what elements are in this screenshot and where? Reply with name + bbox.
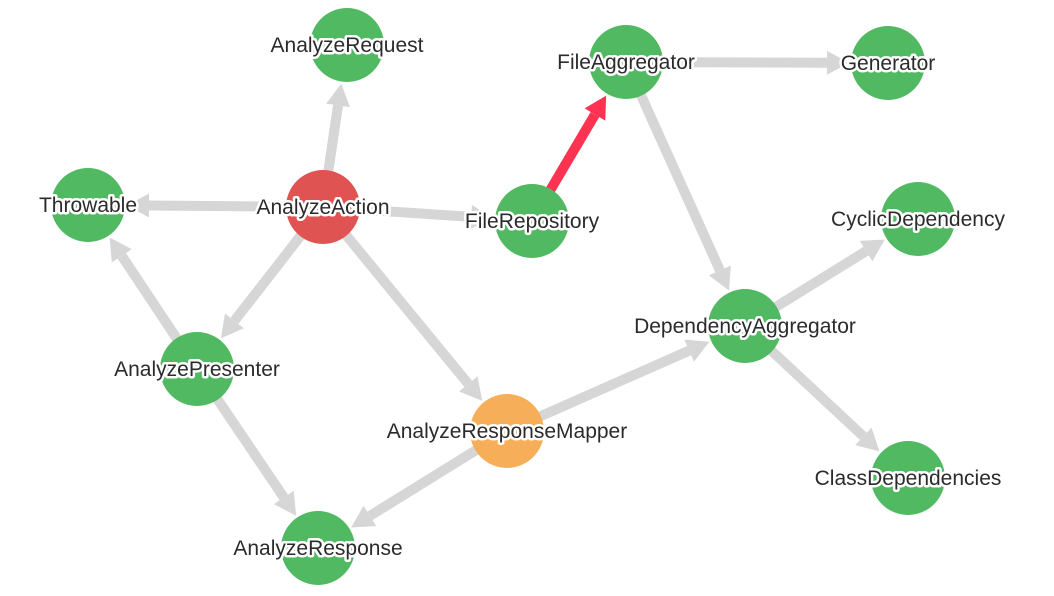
arrowhead-icon	[220, 313, 244, 339]
edge-line	[630, 80, 725, 273]
edge-analyze-action-to-analyze-presenter	[220, 221, 314, 339]
arrowhead-icon	[708, 265, 731, 291]
edge-line	[648, 57, 828, 68]
node-generator[interactable]	[851, 26, 925, 100]
edge-line	[538, 111, 600, 205]
edge-line	[333, 220, 473, 388]
edge-dependency-aggregator-to-cyclic-dependency	[761, 239, 885, 319]
arrowhead-icon	[459, 376, 483, 401]
arrowhead-icon	[584, 95, 607, 121]
edge-line	[117, 253, 189, 354]
node-label-throwable: Throwable	[39, 194, 137, 217]
edges-layer	[109, 50, 885, 528]
edge-analyze-action-to-analyze-response-mapper	[333, 220, 483, 401]
node-analyze-action[interactable]	[286, 170, 360, 244]
node-label-analyze-response-mapper: AnalyzeResponseMapper	[387, 420, 627, 443]
node-label-dependency-aggregator: DependencyAggregator	[634, 315, 856, 338]
edge-line	[761, 246, 869, 319]
edge-file-repository-to-file-aggregator	[538, 95, 607, 205]
nodes-layer	[51, 8, 955, 585]
arrowhead-icon	[109, 237, 132, 263]
edge-analyze-response-mapper-to-dependency-aggregator	[525, 339, 710, 427]
edge-line	[344, 203, 472, 222]
edge-dependency-aggregator-to-class-dependencies	[757, 337, 880, 452]
node-label-file-repository: FileRepository	[465, 210, 600, 233]
arrowhead-icon	[826, 50, 850, 75]
node-label-analyze-presenter: AnalyzePresenter	[114, 358, 280, 381]
node-analyze-response[interactable]	[281, 511, 355, 585]
arrowhead-icon	[126, 193, 150, 218]
node-label-generator: Generator	[841, 52, 936, 75]
node-label-analyze-action: AnalyzeAction	[256, 196, 389, 219]
node-class-dependencies[interactable]	[871, 441, 945, 515]
node-cyclic-dependency[interactable]	[881, 182, 955, 256]
arrowhead-icon	[326, 83, 350, 108]
edge-file-aggregator-to-dependency-aggregator	[630, 80, 731, 291]
edge-analyze-action-to-throwable	[126, 193, 301, 218]
edge-line	[230, 221, 314, 324]
edge-line	[525, 346, 692, 427]
node-dependency-aggregator[interactable]	[708, 289, 782, 363]
arrowhead-icon	[855, 427, 880, 452]
edge-analyze-action-to-file-repository	[344, 203, 494, 229]
edge-line	[757, 337, 867, 441]
arrowhead-icon	[351, 505, 377, 528]
edge-line	[148, 200, 301, 212]
labels-layer: AnalyzeRequestAnalyzeActionThrowableFile…	[36, 32, 1007, 563]
arrowhead-icon	[470, 204, 494, 229]
node-throwable[interactable]	[51, 168, 125, 242]
edge-analyze-presenter-to-throwable	[109, 237, 189, 354]
node-analyze-response-mapper[interactable]	[470, 394, 544, 468]
node-analyze-request[interactable]	[310, 8, 384, 82]
arrowhead-icon	[859, 239, 885, 262]
node-analyze-presenter[interactable]	[160, 332, 234, 406]
node-label-file-aggregator: FileAggregator	[557, 51, 695, 74]
node-label-class-dependencies: ClassDependencies	[815, 467, 1002, 490]
node-file-repository[interactable]	[495, 184, 569, 258]
edge-file-aggregator-to-generator	[648, 50, 850, 75]
node-label-analyze-request: AnalyzeRequest	[271, 34, 424, 57]
edge-analyze-response-mapper-to-analyze-response	[351, 438, 491, 528]
edge-analyze-presenter-to-analyze-response	[205, 384, 297, 516]
edge-line	[367, 438, 491, 521]
arrowhead-icon	[273, 490, 297, 516]
edge-line	[205, 384, 288, 501]
arrowhead-icon	[684, 339, 710, 362]
node-label-cyclic-dependency: CyclicDependency	[831, 208, 1005, 231]
node-file-aggregator[interactable]	[589, 25, 663, 99]
edge-analyze-action-to-analyze-request	[321, 83, 350, 186]
node-label-analyze-response: AnalyzeResponse	[233, 537, 402, 560]
